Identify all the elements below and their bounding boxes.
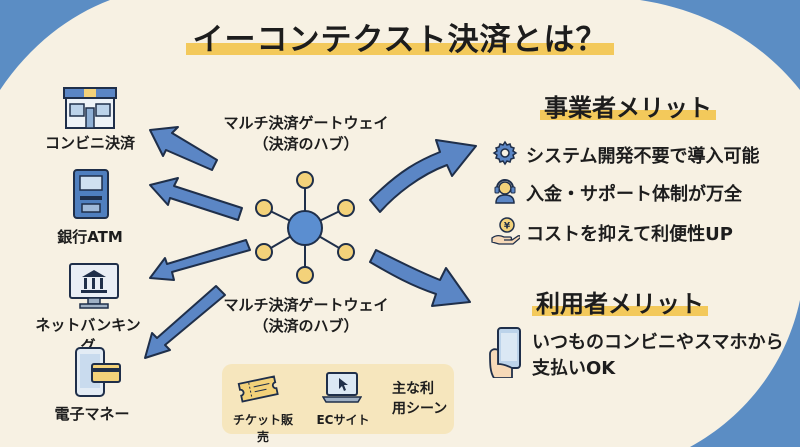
top-right-corner-shape xyxy=(640,0,800,90)
support-headset-icon xyxy=(494,179,516,204)
ticket-icon xyxy=(237,375,279,403)
hub-network-icon xyxy=(255,171,355,284)
left-item-atm: 銀行ATM xyxy=(57,228,123,246)
bank-computer-icon xyxy=(69,263,119,309)
left-item-convenience: コンビニ決済 xyxy=(44,134,135,152)
arrow-to-netbanking xyxy=(149,239,251,281)
page-title: イーコンテクスト決済とは？ xyxy=(0,14,800,59)
scene-item-ec: ECサイト xyxy=(316,413,370,427)
scene-item-ticket: チケット販売 xyxy=(232,413,293,444)
hub-label-bottom: マルチ決済ゲートウェイ （決済のハブ） xyxy=(223,296,389,335)
convenience-store-icon xyxy=(63,87,117,129)
business-item-3: コストを抑えて利便性UP xyxy=(526,224,733,245)
bottom-right-corner-shape xyxy=(690,300,800,447)
hub-label-top: マルチ決済ゲートウェイ （決済のハブ） xyxy=(223,114,389,153)
atm-icon xyxy=(73,169,109,219)
arrow-to-user xyxy=(369,249,471,307)
business-item-1: システム開発不要で導入可能 xyxy=(526,146,760,167)
svg-text:¥: ¥ xyxy=(504,222,511,232)
business-section-title: 事業者メリット xyxy=(540,88,716,123)
gear-icon xyxy=(492,140,518,166)
scenes-title: 主な利 用シーン xyxy=(392,381,448,417)
arrow-to-atm xyxy=(149,177,243,221)
arrow-to-convenience xyxy=(149,126,218,171)
yen-coin-hand-icon: ¥ xyxy=(491,217,520,245)
top-left-corner-shape xyxy=(0,0,110,90)
arrow-to-emoney xyxy=(144,285,226,359)
hand-smartphone-icon xyxy=(489,327,521,378)
user-benefit-text: いつものコンビニやスマホから 支払いOK xyxy=(532,332,784,379)
laptop-cursor-icon xyxy=(322,372,362,403)
smartphone-card-icon xyxy=(75,347,121,397)
business-item-2: 入金・サポート体制が万全 xyxy=(526,184,742,205)
left-item-emoney: 電子マネー xyxy=(54,405,130,423)
user-section-title: 利用者メリット xyxy=(532,284,708,319)
arrow-to-business xyxy=(369,139,477,213)
